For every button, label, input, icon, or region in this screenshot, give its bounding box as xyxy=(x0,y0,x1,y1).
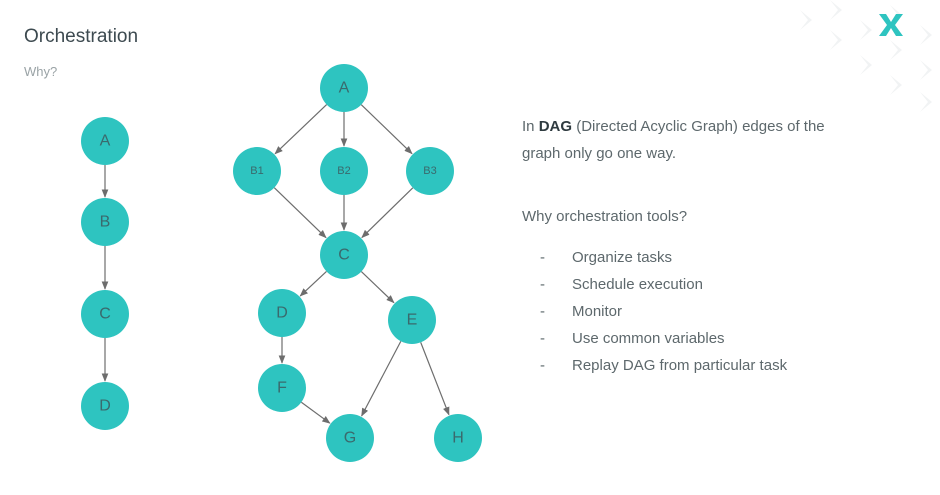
node-circle xyxy=(320,231,368,279)
dag-edge xyxy=(273,187,327,239)
dag-explanation: In DAG (Directed Acyclic Graph) edges of… xyxy=(522,113,852,167)
node-circle xyxy=(406,147,454,195)
dag-edge xyxy=(361,187,414,239)
node-label: A xyxy=(339,80,350,97)
node-label: C xyxy=(338,247,350,264)
chain-node-a: A xyxy=(81,117,129,165)
dag-edge xyxy=(361,340,402,417)
dag-edge xyxy=(360,271,395,304)
nodes-layer: A B C D A B1 B2 B3C D E F G H xyxy=(81,64,482,462)
node-circle xyxy=(320,147,368,195)
node-label: D xyxy=(276,305,288,322)
list-item-text: Use common variables xyxy=(572,330,725,347)
list-item-text: Organize tasks xyxy=(572,249,673,266)
dag-node-e: E xyxy=(388,296,436,344)
node-circle xyxy=(81,382,129,430)
dag-edge xyxy=(300,401,331,424)
dag-node-b1: B1 xyxy=(233,147,281,195)
slide-subtitle: Why? xyxy=(24,64,58,79)
bullet-dash: - xyxy=(540,276,545,293)
dag-edge xyxy=(299,270,327,297)
explanation-prefix: In xyxy=(522,118,539,135)
dag-node-b3: B3 xyxy=(406,147,454,195)
node-label: A xyxy=(100,133,111,150)
node-label: G xyxy=(344,430,356,447)
list-item: - Organize tasks xyxy=(540,244,787,271)
dag-node-c: C xyxy=(320,231,368,279)
list-item: - Schedule execution xyxy=(540,271,787,298)
node-circle xyxy=(326,414,374,462)
node-circle xyxy=(258,364,306,412)
dag-edge xyxy=(274,104,328,155)
background-pattern xyxy=(800,0,932,112)
bullet-dash: - xyxy=(540,249,545,266)
node-circle xyxy=(233,147,281,195)
dag-node-f: F xyxy=(258,364,306,412)
node-label: E xyxy=(407,312,418,329)
node-circle xyxy=(258,289,306,337)
explanation-term: DAG xyxy=(538,118,573,135)
node-circle xyxy=(434,414,482,462)
node-label: C xyxy=(99,306,111,323)
list-item-text: Replay DAG from particular task xyxy=(572,357,788,374)
node-label: H xyxy=(452,430,464,447)
chain-node-b: B xyxy=(81,198,129,246)
dag-edge xyxy=(420,342,450,416)
bullet-dash: - xyxy=(540,303,545,320)
chain-node-c: C xyxy=(81,290,129,338)
dag-edge xyxy=(360,104,413,155)
dag-node-a: A xyxy=(320,64,368,112)
bullet-dash: - xyxy=(540,330,545,347)
x-brand-logo-icon xyxy=(879,14,903,36)
node-circle xyxy=(81,117,129,165)
list-item: - Use common variables xyxy=(540,325,787,352)
node-label: B1 xyxy=(250,165,263,177)
node-label: B2 xyxy=(337,165,350,177)
node-label: B xyxy=(100,214,111,231)
chain-node-d: D xyxy=(81,382,129,430)
why-tools-heading: Why orchestration tools? xyxy=(522,208,688,225)
dag-node-d: D xyxy=(258,289,306,337)
node-circle xyxy=(320,64,368,112)
dag-node-g: G xyxy=(326,414,374,462)
list-item: - Replay DAG from particular task xyxy=(540,352,787,379)
list-item-text: Schedule execution xyxy=(572,276,703,293)
node-circle xyxy=(81,198,129,246)
node-label: D xyxy=(99,398,111,415)
node-circle xyxy=(388,296,436,344)
node-label: B3 xyxy=(423,165,436,177)
slide-title: Orchestration xyxy=(24,26,139,47)
list-item-text: Monitor xyxy=(572,303,623,320)
list-item: - Monitor xyxy=(540,298,787,325)
node-circle xyxy=(81,290,129,338)
edges-layer xyxy=(101,104,450,424)
why-tools-list: - Organize tasks - Schedule execution - Mon… xyxy=(540,244,787,379)
dag-node-b2: B2 xyxy=(320,147,368,195)
explanation-suffix: (Directed Acyclic Graph) edges of the gr… xyxy=(522,118,825,162)
node-label: F xyxy=(277,380,287,397)
bullet-dash: - xyxy=(540,357,545,374)
dag-node-h: H xyxy=(434,414,482,462)
